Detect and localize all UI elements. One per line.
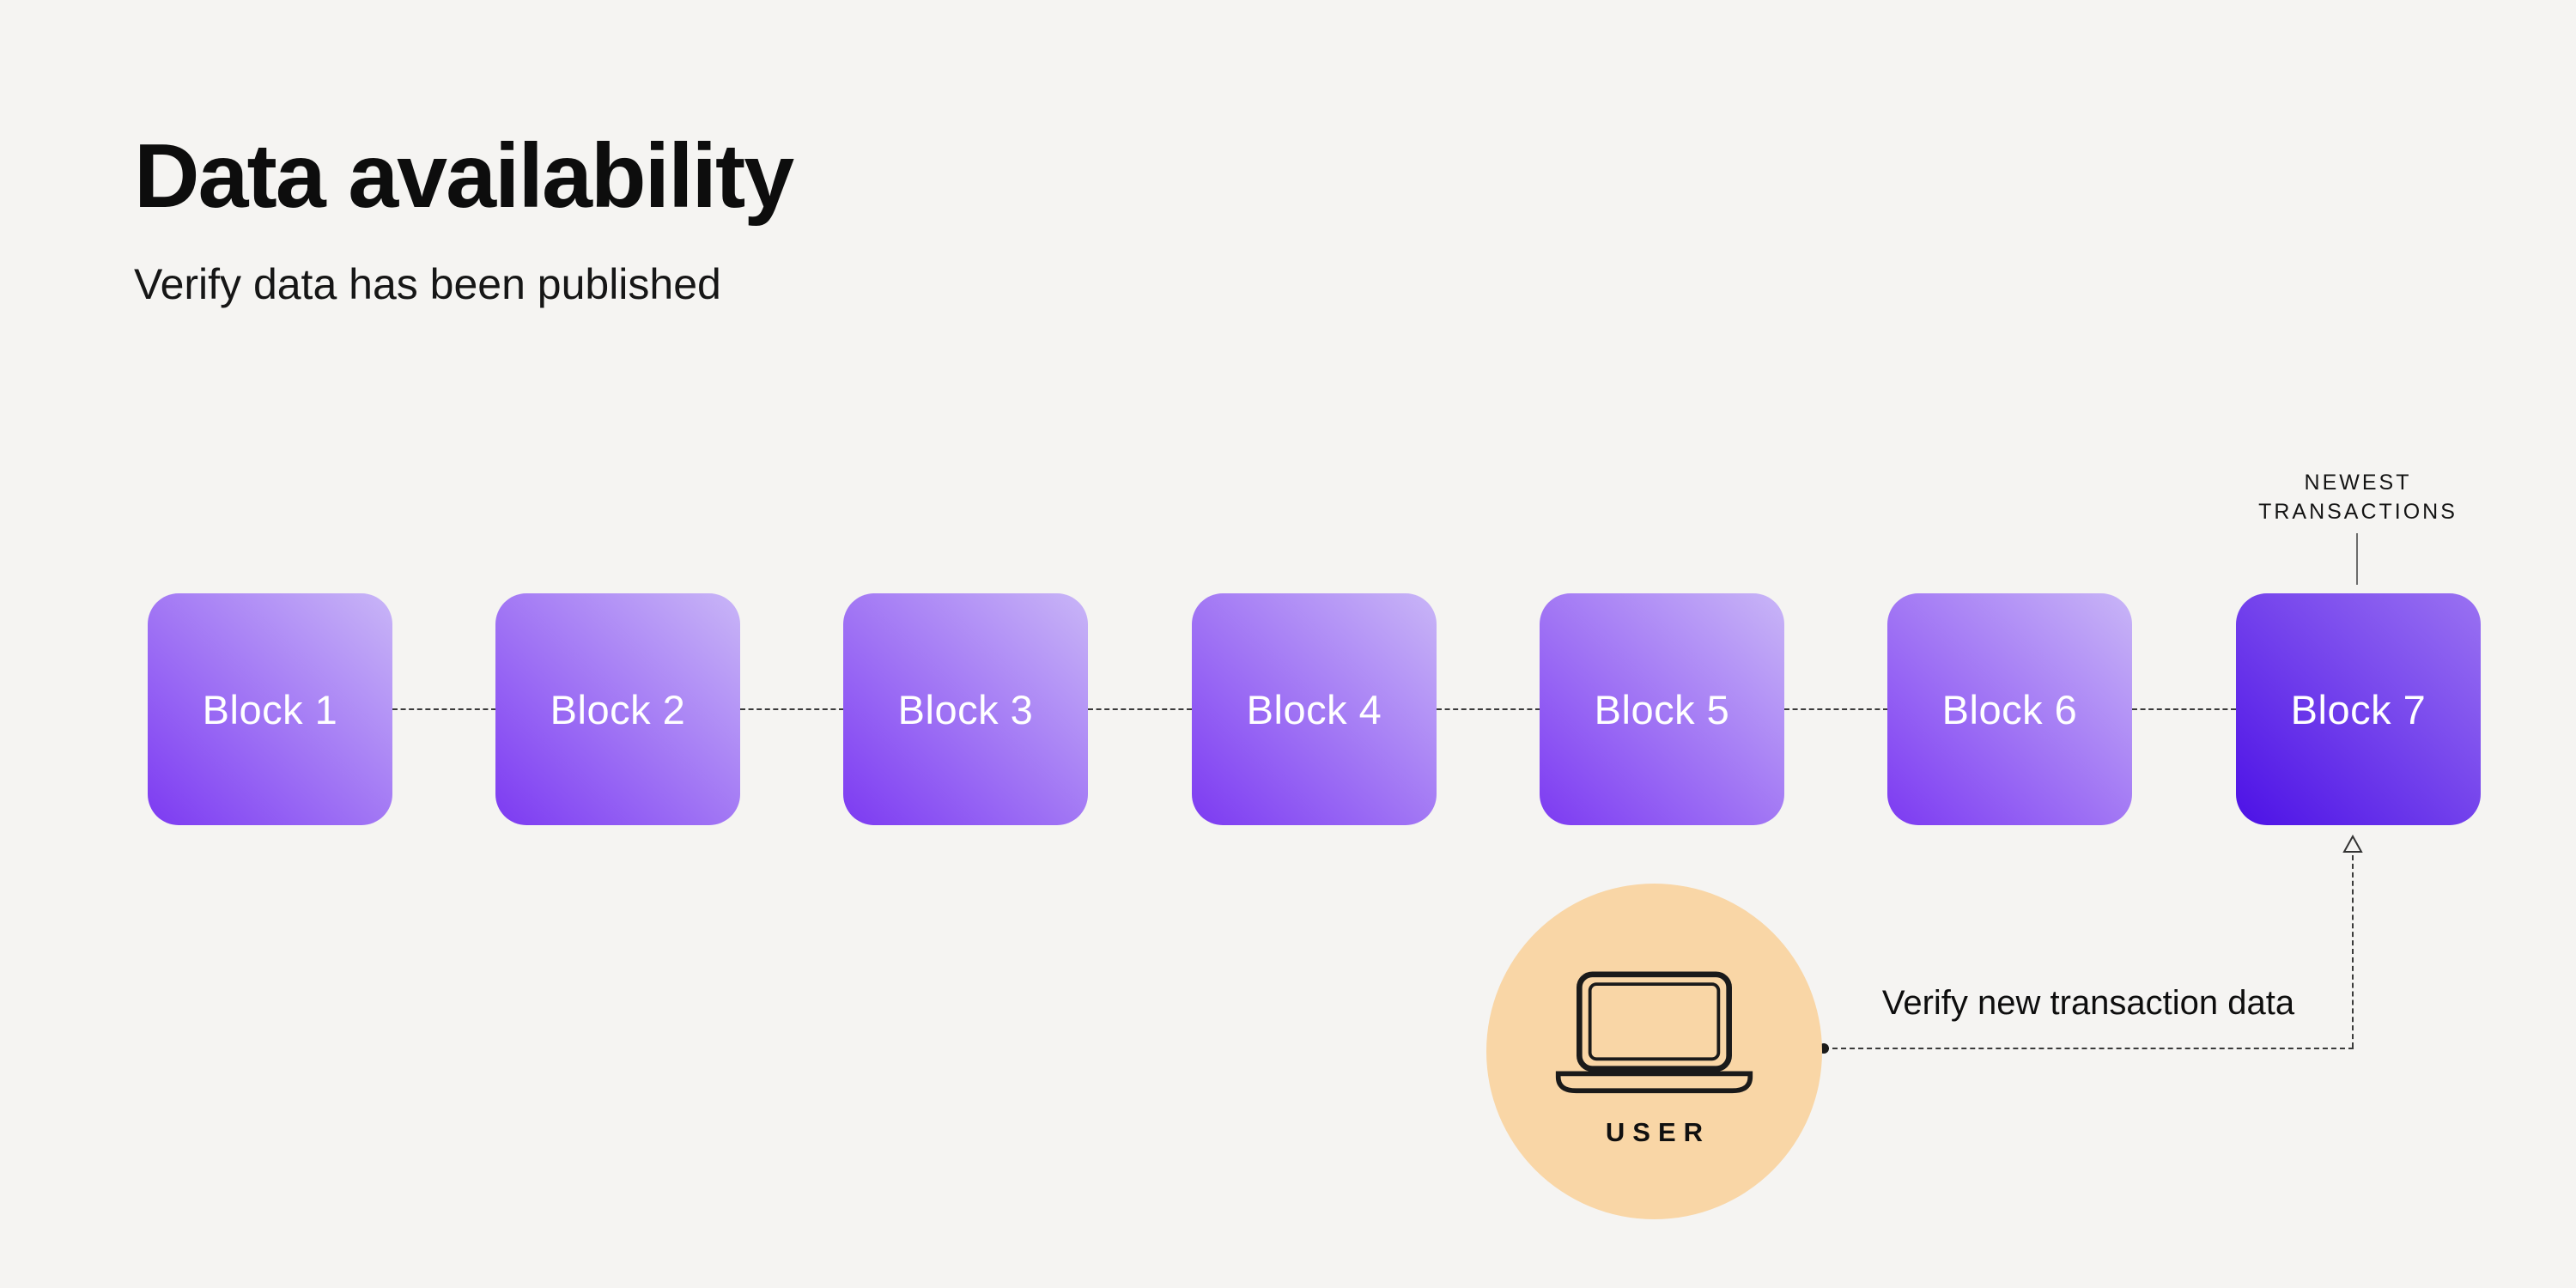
verify-arrow-vertical-line: [2352, 855, 2354, 1048]
newest-transactions-label: NEWEST TRANSACTIONS: [2258, 471, 2458, 524]
user-node: USER: [1486, 884, 1822, 1219]
page-subtitle: Verify data has been published: [134, 260, 721, 309]
block-label: Block 6: [1941, 686, 2078, 732]
block-4: Block 4: [1192, 593, 1437, 825]
block-label: Block 3: [897, 686, 1034, 732]
block-label: Block 7: [2290, 686, 2427, 732]
block-6: Block 6: [1887, 593, 2132, 825]
arrow-up-icon: [2342, 835, 2363, 853]
block-connector: [392, 708, 496, 710]
block-connector: [740, 708, 844, 710]
user-label: USER: [1605, 1116, 1711, 1147]
block-label: Block 4: [1246, 686, 1382, 732]
block-2: Block 2: [495, 593, 740, 825]
verify-annotation-label: Verify new transaction data: [1881, 984, 2295, 1022]
block-7: Block 7: [2236, 593, 2481, 825]
verify-arrow-horizontal-line: [1824, 1048, 2354, 1049]
block-3: Block 3: [843, 593, 1088, 825]
block-label: Block 5: [1594, 686, 1730, 732]
block-connector: [1437, 708, 1540, 710]
header: Data availability Verify data has been p…: [134, 125, 794, 310]
block-5: Block 5: [1540, 593, 1784, 825]
block-1: Block 1: [148, 593, 392, 825]
block-label: Block 2: [550, 686, 686, 732]
block-label: Block 1: [202, 686, 338, 732]
block-connector: [2132, 708, 2236, 710]
block-connector: [1088, 708, 1192, 710]
newest-transactions-pointer-line: [2356, 533, 2358, 585]
page-title: Data availability: [134, 125, 794, 227]
block-connector: [1784, 708, 1888, 710]
laptop-icon: [1555, 970, 1753, 1093]
